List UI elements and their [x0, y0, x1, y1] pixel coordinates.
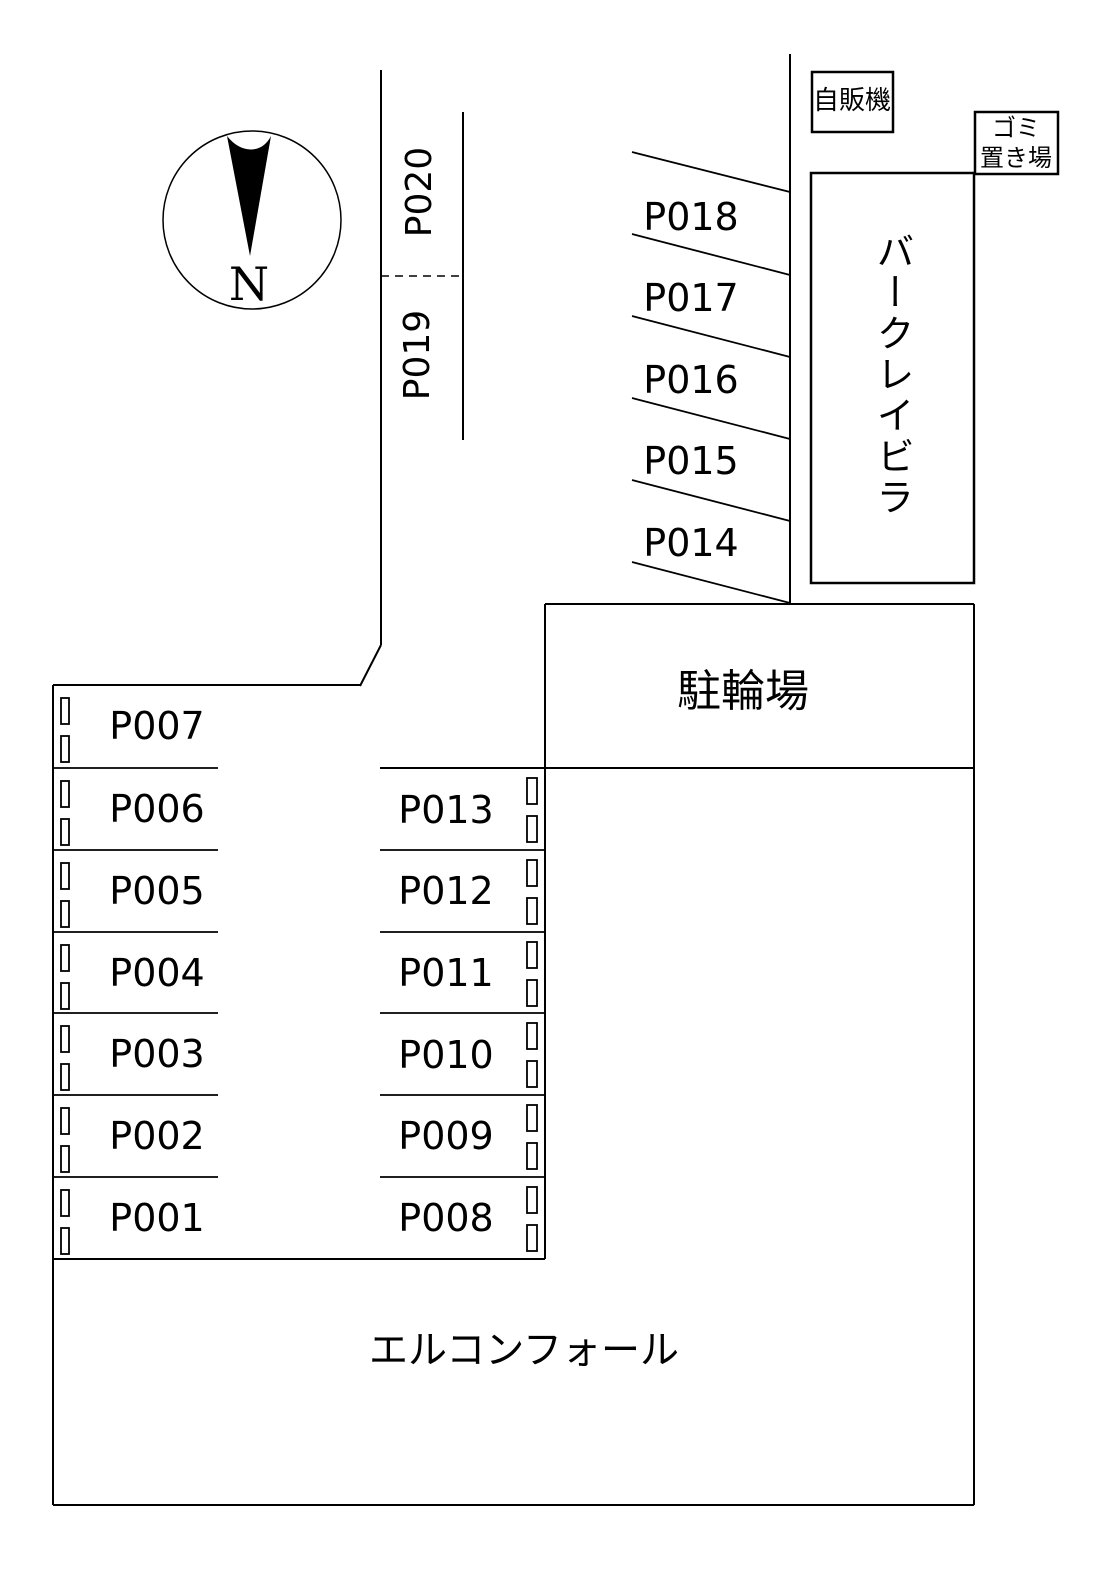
space-label-p007: P007 — [109, 704, 205, 748]
garbage-area-box — [973, 110, 1060, 176]
compass-needle-icon — [227, 136, 271, 256]
neighbor-building-label: バークレイビラ — [870, 231, 914, 519]
garbage-area-label: ゴミ 置き場 — [980, 113, 1052, 173]
space-label-p014: P014 — [643, 521, 739, 565]
road-corner-diagonal — [359, 644, 382, 687]
bicycle-parking-label: 駐輪場 — [677, 666, 809, 717]
wheel-stop — [526, 1022, 538, 1050]
wheel-stop — [526, 979, 538, 1007]
diagonal-space-line — [631, 479, 791, 522]
wheel-stop — [526, 777, 538, 805]
space-label-p011: P011 — [398, 951, 494, 995]
vending-machine-box — [810, 70, 895, 134]
wheel-stop — [526, 1142, 538, 1170]
space-label-p015: P015 — [643, 439, 739, 483]
wheel-stop — [526, 1104, 538, 1132]
wheel-stop — [60, 818, 70, 846]
wheel-stop — [60, 1227, 70, 1255]
main-building-label: エルコンフォール — [368, 1328, 680, 1374]
space-label-p006: P006 — [109, 787, 205, 831]
wheel-stop — [60, 735, 70, 763]
space-label-p004: P004 — [109, 951, 205, 995]
wheel-stop — [60, 1063, 70, 1091]
wheel-stop — [526, 1224, 538, 1252]
space-label-p013: P013 — [398, 788, 494, 832]
space-label-p016: P016 — [643, 358, 739, 402]
garbage-area-line2: 置き場 — [980, 144, 1052, 172]
garbage-area-line1: ゴミ — [992, 114, 1040, 142]
neighbor-building-box — [809, 171, 976, 585]
space-label-p019: P019 — [397, 309, 438, 401]
wheel-stop — [60, 862, 70, 890]
space-label-p018: P018 — [643, 195, 739, 239]
wheel-stop — [60, 900, 70, 928]
space-label-p008: P008 — [398, 1196, 494, 1240]
compass-circle — [162, 130, 342, 310]
diagonal-space-line — [631, 561, 791, 604]
wheel-stop — [526, 897, 538, 925]
space-label-p003: P003 — [109, 1032, 205, 1076]
space-label-p002: P002 — [109, 1114, 205, 1158]
wheel-stop — [60, 944, 70, 972]
wheel-stop — [60, 1189, 70, 1217]
diagonal-space-line — [631, 233, 791, 276]
space-label-p009: P009 — [398, 1114, 494, 1158]
wheel-stop — [526, 1186, 538, 1214]
wheel-stop — [60, 1025, 70, 1053]
space-label-p012: P012 — [398, 869, 494, 913]
space-label-p005: P005 — [109, 869, 205, 913]
wheel-stop — [60, 1107, 70, 1135]
compass-north-label: N — [228, 257, 270, 311]
wheel-stop — [526, 859, 538, 887]
wheel-stop — [526, 941, 538, 969]
wheel-stop — [60, 982, 70, 1010]
wheel-stop — [60, 1145, 70, 1173]
space-label-p017: P017 — [643, 276, 739, 320]
vending-machine-label: 自販機 — [812, 86, 892, 116]
diagonal-space-line — [631, 315, 791, 358]
diagonal-space-line — [631, 151, 791, 193]
wheel-stops-middle — [526, 777, 538, 1252]
space-label-p001: P001 — [109, 1196, 205, 1240]
space-label-p020: P020 — [399, 146, 440, 238]
space-label-p010: P010 — [398, 1033, 494, 1077]
wheel-stop — [60, 780, 70, 808]
diagonal-space-line — [631, 397, 791, 440]
wheel-stop — [526, 815, 538, 843]
wheel-stop — [60, 697, 70, 725]
wheel-stops-left — [60, 697, 70, 1255]
wheel-stop — [526, 1060, 538, 1088]
